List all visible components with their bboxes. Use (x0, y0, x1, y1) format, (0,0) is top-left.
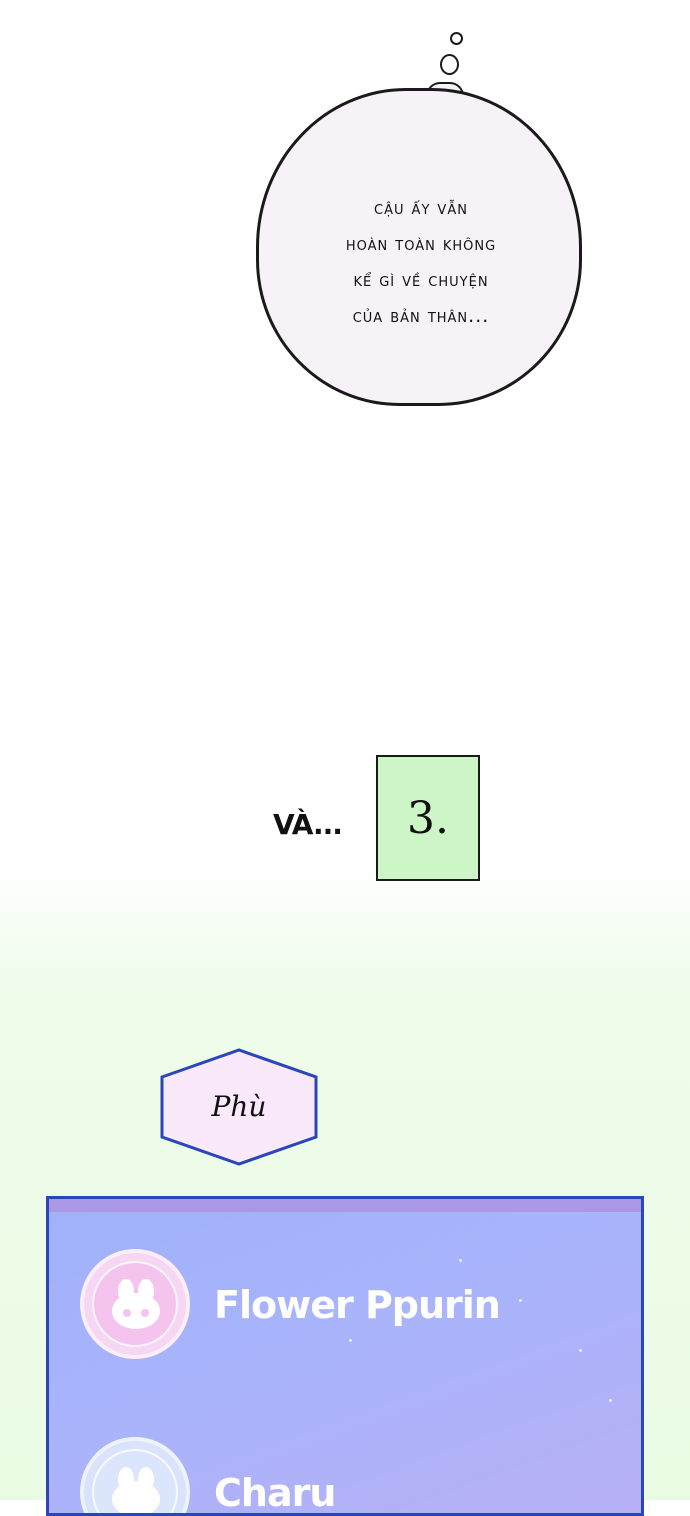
thought-bubble (256, 88, 582, 406)
bunny-icon (112, 1467, 160, 1513)
avatar-charu (80, 1437, 190, 1513)
bunny-icon (112, 1279, 160, 1329)
panel-top-bar (49, 1199, 641, 1212)
avatar-inner (92, 1261, 178, 1347)
bubble-text: Cậu ấy vẫn hoàn toàn không kể gì về chuy… (266, 190, 576, 334)
bubble-line-4: của bản thân... (352, 305, 490, 327)
credit-name-1: Flower Ppurin (214, 1283, 501, 1327)
thought-dot-medium (440, 54, 459, 75)
sparkle (459, 1259, 462, 1262)
credit-name-2: Charu (214, 1471, 336, 1515)
tag-label: Phù (211, 1090, 267, 1123)
avatar-inner (92, 1449, 178, 1513)
avatar-flower-ppurin (80, 1249, 190, 1359)
credits-panel: Flower Ppurin Charu (46, 1196, 644, 1516)
caption-va: VÀ... (273, 808, 343, 841)
thought-dot-small (450, 32, 463, 45)
bubble-line-2: hoàn toàn không (345, 233, 497, 255)
sparkle (579, 1349, 582, 1352)
hexagon-tag (160, 1048, 318, 1166)
sparkle (349, 1339, 352, 1342)
bubble-line-1: Cậu ấy vẫn (374, 197, 468, 219)
sparkle (519, 1299, 522, 1302)
bubble-line-3: kể gì về chuyện (353, 269, 489, 291)
number-box: 3. (376, 755, 480, 881)
sparkle (609, 1399, 612, 1402)
